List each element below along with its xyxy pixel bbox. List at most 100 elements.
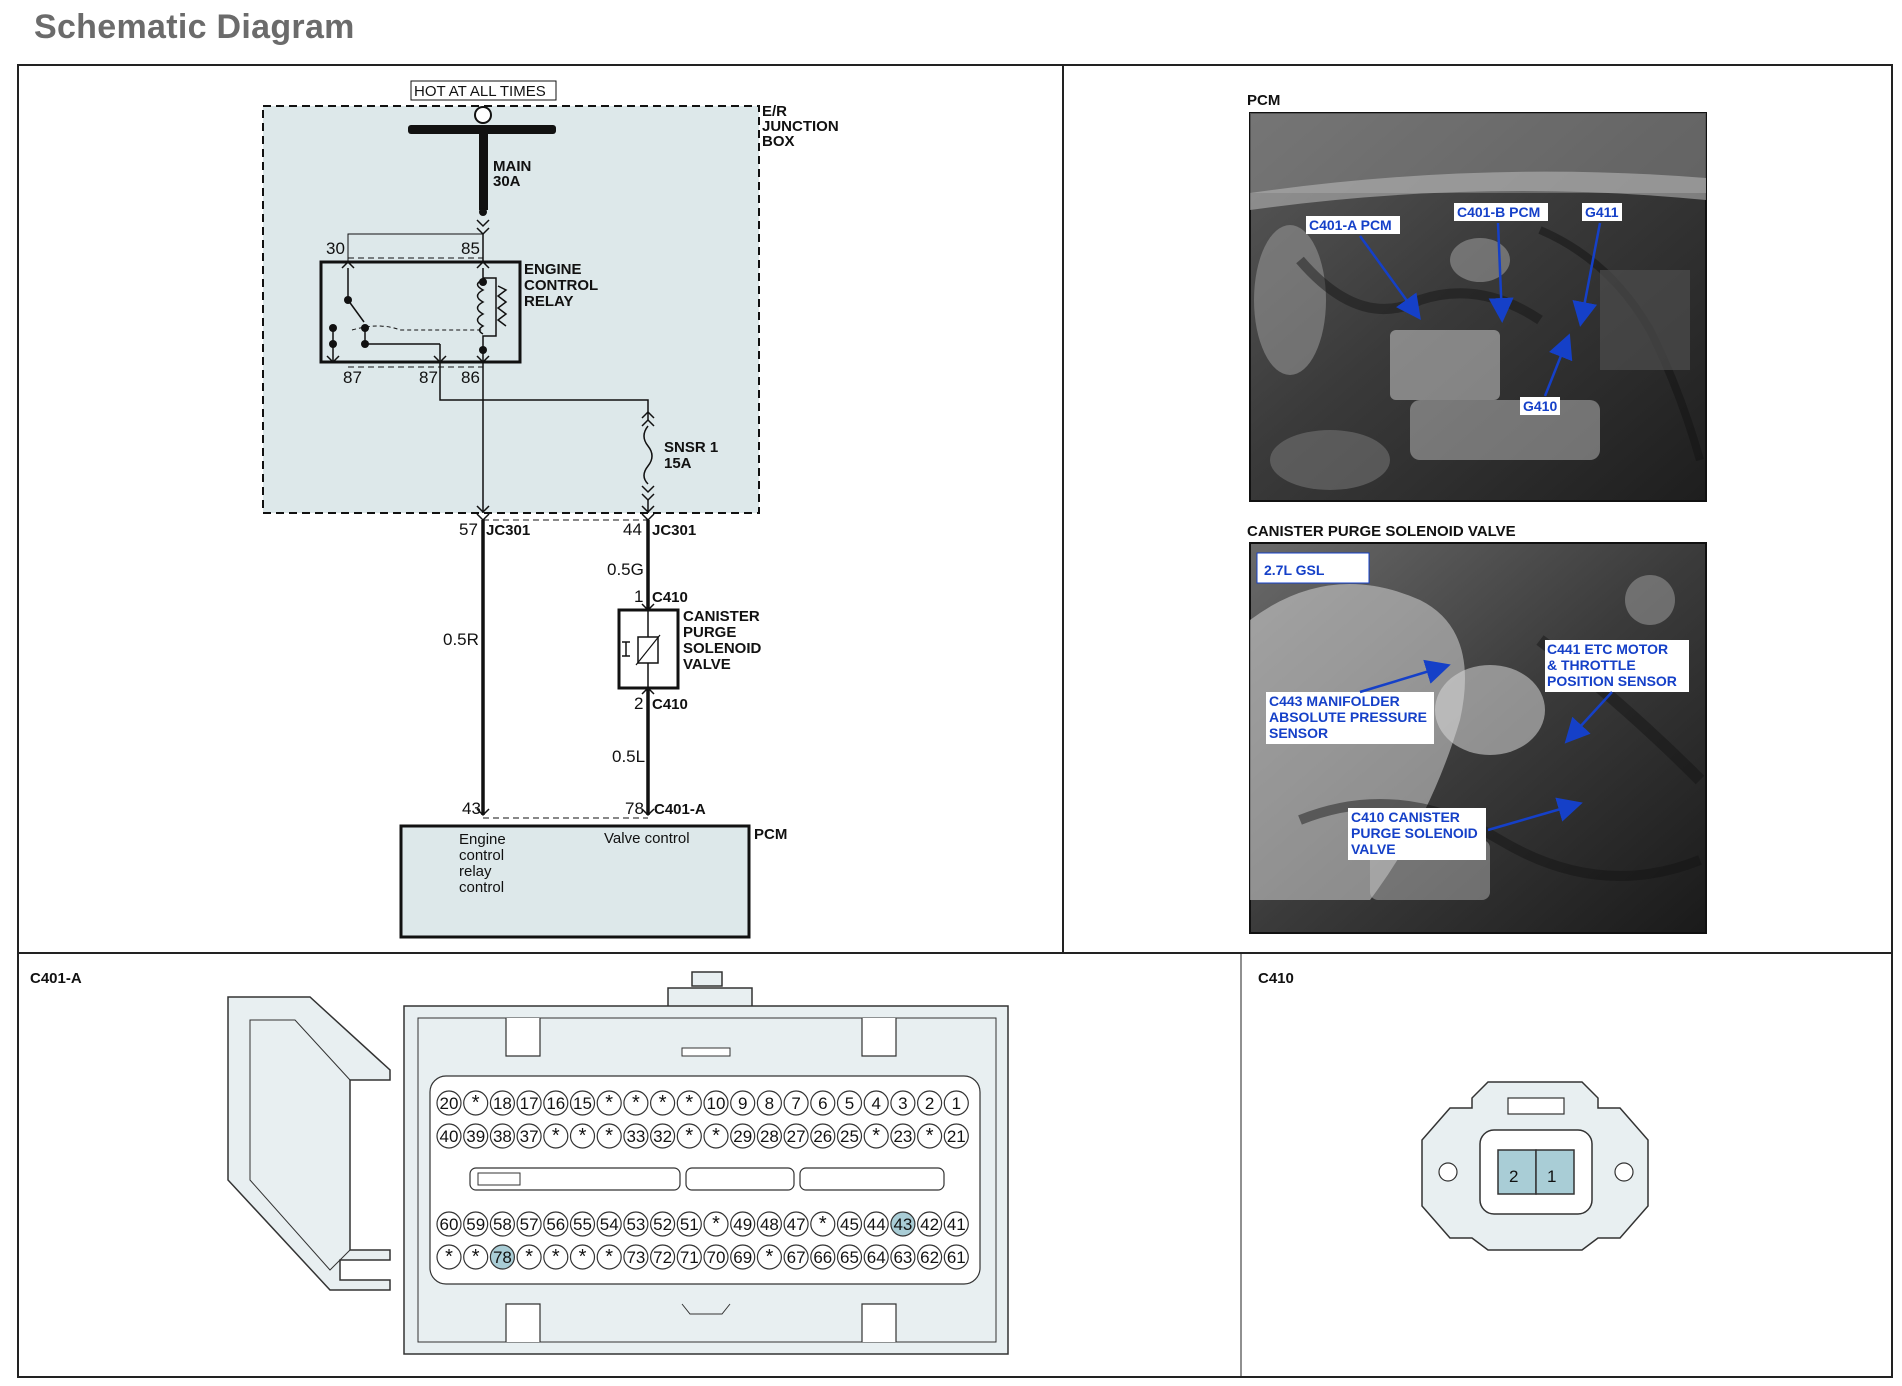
pin-cavity — [703, 1123, 729, 1149]
pin-number: * — [605, 1092, 613, 1114]
pin-number: 45 — [840, 1215, 859, 1234]
pin-number: 62 — [920, 1248, 939, 1267]
junction-box-label-1: E/R — [762, 103, 787, 120]
pin-number: 54 — [600, 1215, 619, 1234]
pin-number: 2 — [925, 1094, 934, 1113]
pin-number: 60 — [440, 1215, 459, 1234]
pin-cavity — [516, 1123, 542, 1149]
jc-pin-57: 57 — [459, 520, 478, 539]
pin-number: 10 — [707, 1094, 726, 1113]
canister-photo-heading: CANISTER PURGE SOLENOID VALVE — [1247, 523, 1516, 540]
pin-cavity — [489, 1090, 515, 1116]
pin-number: 23 — [893, 1127, 912, 1146]
snsr-fuse-label-2: 15A — [664, 455, 692, 472]
pin-number: 32 — [653, 1127, 672, 1146]
pin-number: * — [525, 1246, 533, 1268]
pin-number: 25 — [840, 1127, 859, 1146]
pcm-label: PCM — [754, 826, 787, 843]
junction-box-label-3: BOX — [762, 133, 795, 150]
pin-cavity — [676, 1123, 702, 1149]
photo-label-g411: G411 — [1585, 204, 1619, 220]
pcm-pin-78: 78 — [625, 799, 644, 818]
pin-number: 17 — [520, 1094, 539, 1113]
pin-number: 53 — [626, 1215, 645, 1234]
wire-05r: 0.5R — [443, 630, 479, 649]
pin-number: 67 — [787, 1248, 806, 1267]
pin-number: 49 — [733, 1215, 752, 1234]
pin-cavity — [783, 1090, 809, 1116]
pin-cavity — [916, 1123, 943, 1149]
pin-cavity — [756, 1211, 783, 1237]
pin-number: 64 — [867, 1248, 886, 1267]
photo-label-c441-2: & THROTTLE — [1547, 657, 1636, 673]
pin-cavity — [730, 1123, 756, 1149]
pin-cavity — [676, 1211, 702, 1237]
pin-cavity — [730, 1244, 756, 1270]
pin-cavity — [863, 1123, 889, 1149]
pin-number: 37 — [520, 1127, 539, 1146]
snsr-fuse-label-1: SNSR 1 — [664, 439, 718, 456]
wire-05g: 0.5G — [607, 560, 644, 579]
pin-number: 41 — [947, 1215, 966, 1234]
photo-label-c443-1: C443 MANIFOLDER — [1269, 693, 1400, 709]
pin-number: * — [872, 1125, 880, 1147]
pin-number: 3 — [898, 1094, 907, 1113]
pin-cavity — [489, 1211, 515, 1237]
pin-cavity — [543, 1211, 569, 1237]
c410-top-label: C410 — [652, 589, 688, 606]
pcm-photo — [1249, 112, 1707, 502]
valve-label-1: CANISTER — [683, 608, 760, 625]
pin-number: 5 — [845, 1094, 854, 1113]
pin-cavity — [649, 1090, 676, 1116]
pin-cavity — [569, 1244, 596, 1270]
relay-label-2: CONTROL — [524, 277, 598, 294]
pin-cavity — [916, 1090, 943, 1116]
pin-number: 52 — [653, 1215, 672, 1234]
schematic: HOT AT ALL TIMES E/R JUNCTION BOX MAIN 3… — [262, 80, 839, 939]
pin-cavity — [810, 1090, 836, 1116]
relay-pin-85: 85 — [461, 239, 480, 258]
pin-cavity — [676, 1244, 702, 1270]
pin-number: 66 — [813, 1248, 832, 1267]
pin-number: 39 — [466, 1127, 485, 1146]
c410-connector-label: C410 — [1258, 970, 1294, 987]
valve-label-3: SOLENOID — [683, 640, 762, 657]
pcm-box — [399, 824, 751, 939]
pin-cavity — [543, 1244, 569, 1270]
c410-pin-2-label: 2 — [1509, 1167, 1518, 1186]
jc301-left: JC301 — [486, 522, 530, 539]
pin-number: * — [552, 1246, 560, 1268]
pin-cavity — [890, 1123, 916, 1149]
engine-control-relay — [319, 260, 522, 364]
pin-number: 72 — [653, 1248, 672, 1267]
pin-number: 61 — [947, 1248, 966, 1267]
jc301-right: JC301 — [652, 522, 696, 539]
highlighted-pin-cavity — [890, 1211, 916, 1237]
pin-number: 59 — [466, 1215, 485, 1234]
pin-number: 28 — [760, 1127, 779, 1146]
pin-number: * — [445, 1246, 453, 1268]
pcm-func-left-4: control — [459, 879, 504, 896]
valve-label-2: PURGE — [683, 624, 736, 641]
pin-cavity — [436, 1090, 462, 1116]
pin-number: 47 — [787, 1215, 806, 1234]
pin-number: 7 — [791, 1094, 800, 1113]
pin-number: * — [472, 1092, 480, 1114]
pin-number: 73 — [626, 1248, 645, 1267]
pin-number: 6 — [818, 1094, 827, 1113]
pin-cavity — [810, 1211, 836, 1237]
pin-cavity — [916, 1244, 943, 1270]
pin-cavity — [543, 1123, 569, 1149]
pin-number: 40 — [440, 1127, 459, 1146]
pin-number: 15 — [573, 1094, 592, 1113]
c401a-label: C401-A — [30, 970, 82, 987]
photo-label-c410-3: VALVE — [1351, 841, 1396, 857]
pcm-func-left-3: relay — [459, 863, 492, 880]
pin-number: 8 — [765, 1094, 774, 1113]
pin-cavity — [943, 1211, 969, 1237]
pin-cavity — [516, 1211, 542, 1237]
pin-number: * — [926, 1125, 934, 1147]
pin-cavity — [569, 1211, 596, 1237]
pin-cavity — [943, 1090, 969, 1116]
pin-number: * — [552, 1125, 560, 1147]
